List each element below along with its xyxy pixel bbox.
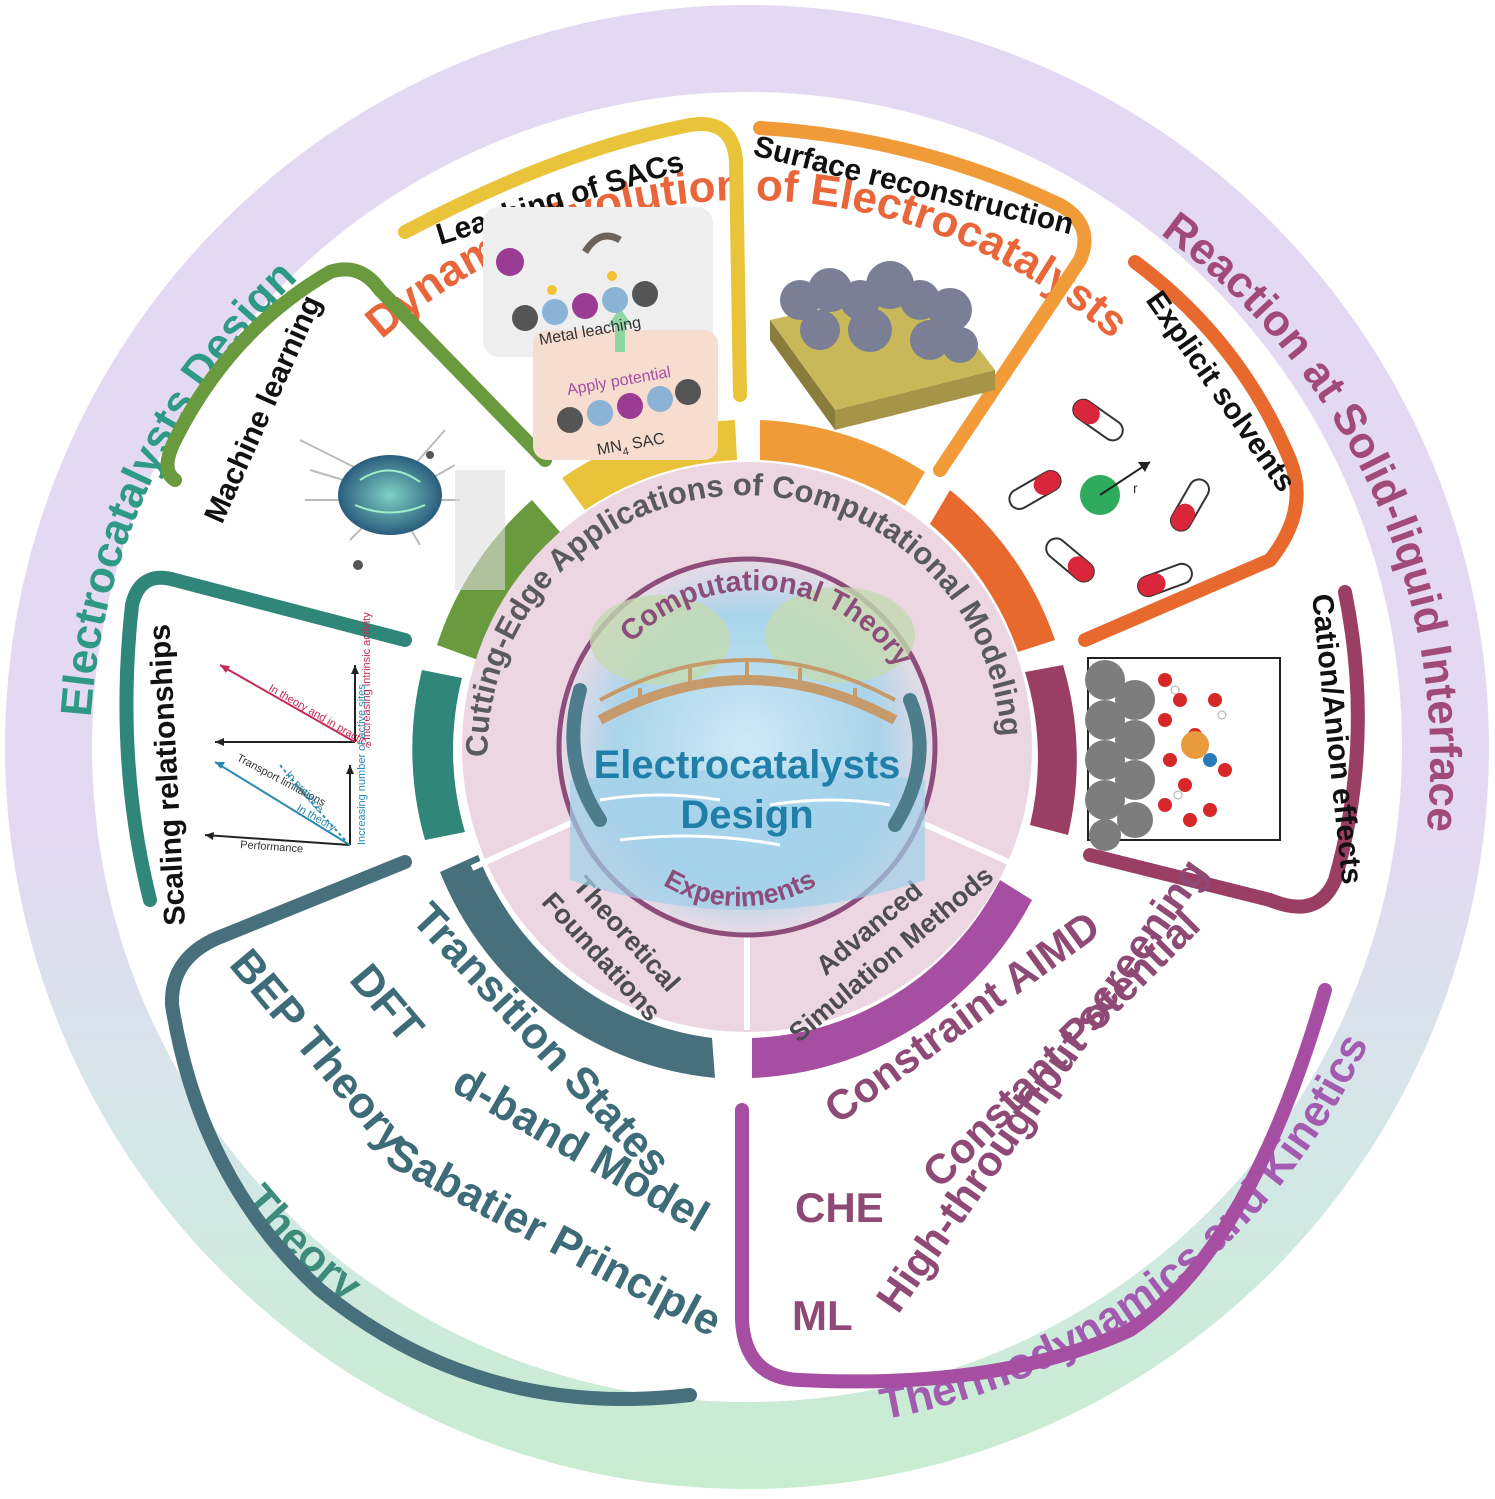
performance-label: Performance: [240, 839, 304, 855]
surface-bracket: [753, 121, 1092, 477]
theory-bracket: [164, 855, 697, 1406]
bridge-illustration: [566, 587, 927, 910]
r-label: r: [1133, 480, 1138, 496]
red-axis-label: Increasing intrinsic activity: [361, 612, 373, 740]
mn4-sac-text: MN4 SAC: [596, 430, 667, 463]
scaling-bracket: [119, 570, 412, 907]
explicit-solvents-image: r: [1008, 398, 1210, 598]
inner-divider-left: [470, 817, 580, 871]
arc-segment-teal: [412, 670, 465, 840]
explicit-bracket: [1078, 255, 1304, 647]
machine-learning-brain-image: [299, 429, 505, 590]
inner-divider-right: [913, 817, 1024, 871]
arc-segment-magenta: [752, 880, 1032, 1078]
thermo-che: CHE: [795, 1184, 884, 1231]
leaching-bracket: [398, 117, 747, 402]
center-title-line2: Design: [680, 793, 813, 837]
leaching-panel: Metal leaching Apply potential MN4 SAC: [483, 207, 718, 463]
thermo-ml: ML: [792, 1292, 853, 1339]
surface-reconstruction-image: [770, 261, 995, 430]
arc-segment-plum: [1025, 665, 1077, 835]
center-title-line1: Electrocatalysts: [594, 743, 901, 787]
cation-bracket: [1083, 585, 1365, 914]
machine-learning-bracket: [160, 262, 552, 487]
arc-segment-orange: [760, 420, 925, 506]
blue-axis-label: Increasing number of active sites: [356, 684, 368, 845]
arc-segment-slate: [440, 855, 715, 1078]
cation-anion-image: [1085, 657, 1281, 851]
thermo-bracket: [735, 983, 1332, 1389]
arc-segment-red-orange: [930, 490, 1055, 652]
